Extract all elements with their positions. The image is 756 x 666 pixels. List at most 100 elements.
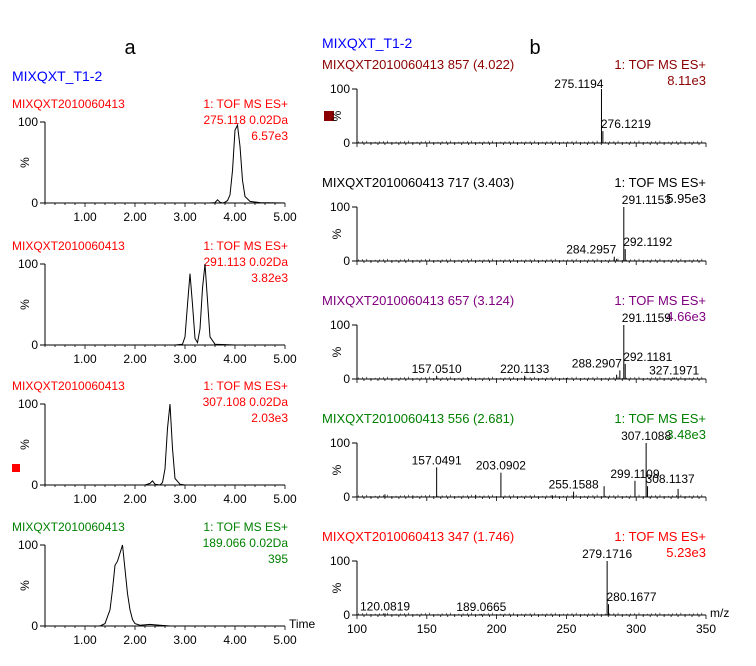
peak-label: 189.0665 xyxy=(456,600,506,614)
intensity-label: 3.48e3 xyxy=(666,427,706,442)
peak-label: 220.1133 xyxy=(500,362,549,376)
panel-b-sample-title: MIXQXT_T1-2 xyxy=(322,35,412,51)
x-tick-label: 5.00 xyxy=(273,352,297,366)
peak-label: 291.1159 xyxy=(622,311,671,325)
x-tick-label: 1.00 xyxy=(73,633,97,647)
y-axis-unit: % xyxy=(330,346,344,357)
chromatogram-file-label: MIXQXT2010060413 xyxy=(12,379,125,393)
peak-label: 284.2957 xyxy=(566,243,616,257)
spectrum-header: MIXQXT2010060413 347 (1.746) xyxy=(322,529,514,544)
y-tick-label: 0 xyxy=(343,254,350,268)
y-axis-unit: % xyxy=(18,580,32,591)
detector-label: 1: TOF MS ES+ xyxy=(614,529,706,544)
y-tick-label: 100 xyxy=(18,257,38,271)
peak-label: 280.1677 xyxy=(607,590,657,604)
peak-label: 308.1137 xyxy=(646,472,695,486)
chromatogram-trace xyxy=(45,123,286,204)
y-tick-label: 100 xyxy=(18,397,38,411)
x-tick-label: 1.00 xyxy=(73,352,97,366)
y-axis-unit: % xyxy=(18,157,32,168)
peak-label: 307.1088 xyxy=(621,429,671,443)
chromatogram-trace xyxy=(45,544,285,627)
channel-marker xyxy=(12,464,20,472)
intensity-label: 4.66e3 xyxy=(666,309,706,324)
peak-label: 279.1716 xyxy=(582,547,632,561)
x-tick-label: 100 xyxy=(347,622,367,636)
x-tick-label: 4.00 xyxy=(223,633,247,647)
x-axis-label: Time xyxy=(289,617,316,631)
peak-label: 288.2907 xyxy=(572,356,622,370)
peak-label: 299.1109 xyxy=(610,467,659,481)
detector-label: 1: TOF MS ES+ xyxy=(203,97,288,111)
detector-label: 1: TOF MS ES+ xyxy=(614,411,706,426)
intensity-label: 3.82e3 xyxy=(251,271,288,285)
x-tick-label: 5.00 xyxy=(273,492,297,506)
chromatogram-file-label: MIXQXT2010060413 xyxy=(12,520,125,534)
y-tick-label: 100 xyxy=(18,115,38,129)
chart-area: MIXQXT2010060413 1: TOF MS ES+ 275.118 0.0… xyxy=(12,57,729,647)
detector-label: 1: TOF MS ES+ xyxy=(203,520,288,534)
y-tick-label: 0 xyxy=(31,478,38,492)
x-tick-label: 4.00 xyxy=(223,492,247,506)
x-tick-label: 5.00 xyxy=(273,210,297,224)
detector-label: 1: TOF MS ES+ xyxy=(614,175,706,190)
detector-label: 1: TOF MS ES+ xyxy=(203,239,288,253)
detector-label: 1: TOF MS ES+ xyxy=(203,379,288,393)
y-tick-label: 0 xyxy=(31,619,38,633)
y-tick-label: 0 xyxy=(343,490,350,504)
detector-label: 1: TOF MS ES+ xyxy=(614,293,706,308)
x-tick-label: 150 xyxy=(417,622,437,636)
x-axis-label: m/z xyxy=(710,606,729,620)
intensity-label: 2.03e3 xyxy=(251,411,288,425)
intensity-label: 395 xyxy=(268,552,288,566)
panel-a-sample-title: MIXQXT_T1-2 xyxy=(12,68,102,84)
x-tick-label: 4.00 xyxy=(223,352,247,366)
intensity-label: 5.95e3 xyxy=(666,191,706,206)
mass-window-label: 291.113 0.02Da xyxy=(203,255,288,269)
y-axis-unit: % xyxy=(330,110,344,121)
mass-window-label: 189.066 0.02Da xyxy=(203,536,289,550)
peak-label: 203.0902 xyxy=(476,459,526,473)
peak-label: 255.1588 xyxy=(549,478,599,492)
peak-label: 292.1192 xyxy=(623,235,672,249)
detector-label: 1: TOF MS ES+ xyxy=(614,57,706,72)
x-tick-label: 1.00 xyxy=(73,210,97,224)
y-tick-label: 100 xyxy=(330,82,350,96)
x-tick-label: 3.00 xyxy=(173,492,197,506)
x-tick-label: 3.00 xyxy=(173,210,197,224)
peak-label: 120.0819 xyxy=(360,599,410,613)
channel-marker xyxy=(324,111,334,121)
peak-label: 157.0510 xyxy=(412,362,462,376)
intensity-label: 5.23e3 xyxy=(666,545,706,560)
y-tick-label: 0 xyxy=(31,196,38,210)
x-tick-label: 2.00 xyxy=(123,492,147,506)
spectrum-header: MIXQXT2010060413 857 (4.022) xyxy=(322,57,514,72)
mass-window-label: 275.118 0.02Da xyxy=(203,113,288,127)
x-tick-label: 2.00 xyxy=(123,210,147,224)
x-tick-label: 1.00 xyxy=(73,492,97,506)
x-tick-label: 200 xyxy=(487,622,507,636)
peak-label: 292.1181 xyxy=(623,350,672,364)
chromatogram-file-label: MIXQXT2010060413 xyxy=(12,97,125,111)
x-tick-label: 350 xyxy=(696,622,716,636)
spectrum-header: MIXQXT2010060413 717 (3.403) xyxy=(322,175,514,190)
y-axis-unit: % xyxy=(330,228,344,239)
chromatogram-trace xyxy=(45,263,285,346)
chromatogram-file-label: MIXQXT2010060413 xyxy=(12,239,125,253)
peak-label: 327.1971 xyxy=(649,363,699,377)
y-tick-label: 100 xyxy=(330,554,350,568)
peak-label: 157.0491 xyxy=(412,453,462,467)
y-tick-label: 100 xyxy=(330,200,350,214)
spectrum-header: MIXQXT2010060413 657 (3.124) xyxy=(322,293,514,308)
y-tick-label: 100 xyxy=(330,436,350,450)
y-axis-unit: % xyxy=(330,464,344,475)
y-tick-label: 0 xyxy=(343,136,350,150)
intensity-label: 8.11e3 xyxy=(667,73,706,88)
x-tick-label: 250 xyxy=(556,622,576,636)
y-axis-unit: % xyxy=(18,299,32,310)
intensity-label: 6.57e3 xyxy=(251,129,288,143)
x-tick-label: 5.00 xyxy=(273,633,297,647)
y-axis-unit: % xyxy=(330,582,344,593)
y-tick-label: 0 xyxy=(343,608,350,622)
